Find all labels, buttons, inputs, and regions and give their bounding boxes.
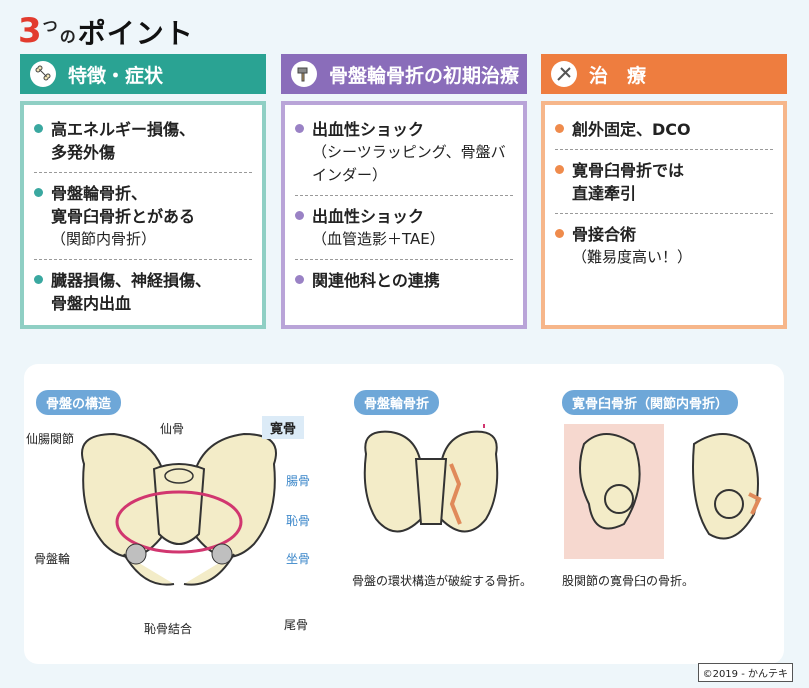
column-features: 特徴・症状 高エネルギー損傷、多発外傷 骨盤輪骨折、寛骨臼骨折とがある （関節内骨…: [20, 54, 266, 329]
pelvic-ring-caption: 骨盤の環状構造が破綻する骨折。: [352, 574, 533, 588]
item-line: 創外固定、DCO: [572, 120, 691, 139]
bullet: [34, 188, 43, 197]
bone-icon: [30, 61, 56, 87]
title-number: 3: [18, 11, 42, 51]
list-item: 出血性ショック （血管造影＋TAE）: [295, 196, 513, 260]
column-box: 高エネルギー損傷、多発外傷 骨盤輪骨折、寛骨臼骨折とがある （関節内骨折） 臓器損…: [20, 101, 266, 329]
label-ilium: 腸骨: [286, 474, 311, 488]
bullet: [295, 211, 304, 220]
tools-icon: [551, 61, 577, 87]
list-item: 創外固定、DCO: [555, 109, 773, 150]
acetabular-caption: 股関節の寛骨臼の骨折。: [562, 574, 695, 588]
item-line: 臓器損傷、神経損傷、: [51, 271, 212, 290]
page-title: 3 つ の ポイント: [18, 14, 194, 48]
item-line: 骨盤輪骨折、: [51, 184, 148, 203]
label-hip-bone: 寛骨: [262, 416, 305, 439]
column-box: 出血性ショック （シーツラッピング、骨盤バインダー） 出血性ショック （血管造影＋T…: [281, 101, 527, 329]
item-line: 骨盤内出血: [51, 294, 132, 313]
bullet: [295, 124, 304, 133]
bullet: [555, 165, 564, 174]
column-box: 創外固定、DCO 寛骨臼骨折では直達牽引 骨接合術 （難易度高い！）: [541, 101, 787, 329]
label-symphysis: 恥骨結合: [144, 622, 193, 636]
bullet: [34, 275, 43, 284]
column-header-label: 治 療: [589, 64, 647, 87]
bullet: [295, 275, 304, 284]
column-header-label: 特徴・症状: [68, 64, 164, 87]
item-line: 骨接合術: [572, 225, 637, 244]
item-line: 出血性ショック: [312, 120, 425, 139]
item-line: 多発外傷: [51, 143, 116, 162]
item-line: 高エネルギー損傷、: [51, 120, 196, 139]
bullet: [34, 124, 43, 133]
bullet: [555, 124, 564, 133]
item-sub: （難易度高い！）: [572, 248, 693, 266]
list-item: 骨盤輪骨折、寛骨臼骨折とがある （関節内骨折）: [34, 173, 252, 260]
label-ischium: 坐骨: [286, 552, 311, 566]
item-line: 出血性ショック: [312, 207, 425, 226]
column-header: 骨盤輪骨折の初期治療: [281, 54, 527, 94]
item-sub: （血管造影＋TAE）: [312, 230, 445, 248]
item-line: 寛骨臼骨折とがある: [51, 207, 196, 226]
list-item: 関連他科との連携: [295, 260, 513, 300]
copyright: ©2019 - かんテキ: [697, 663, 793, 682]
acetabular-fracture-title: 寛骨臼骨折（関節内骨折）: [562, 390, 739, 415]
pelvis-structure-title: 骨盤の構造: [36, 390, 122, 415]
title-word: ポイント: [77, 17, 194, 50]
column-header: 治 療: [541, 54, 787, 94]
column-initial-treatment: 骨盤輪骨折の初期治療 出血性ショック （シーツラッピング、骨盤バインダー） 出血性…: [281, 54, 527, 329]
title-counter: つ: [42, 17, 58, 35]
list-item: 高エネルギー損傷、多発外傷: [34, 109, 252, 173]
label-sacrum: 仙骨: [160, 422, 185, 436]
item-sub: （関節内骨折）: [51, 230, 157, 248]
column-header: 特徴・症状: [20, 54, 266, 94]
label-pubis: 恥骨: [286, 514, 311, 528]
hammer-icon: [291, 61, 317, 87]
pelvis-illustration: [81, 432, 277, 586]
pelvic-ring-fracture-title: 骨盤輪骨折: [354, 390, 440, 415]
label-coccyx: 尾骨: [284, 618, 309, 632]
item-line: 直達牽引: [572, 184, 637, 203]
column-header-label: 骨盤輪骨折の初期治療: [329, 64, 520, 87]
acetabular-fracture-illustration: [564, 424, 762, 559]
column-treatment: 治 療 創外固定、DCO 寛骨臼骨折では直達牽引 骨接合術 （難易度高い！）: [541, 54, 787, 329]
bullet: [555, 229, 564, 238]
label-pelvic-ring: 骨盤輪: [34, 552, 71, 566]
item-line: 寛骨臼骨折では: [572, 161, 685, 180]
list-item: 臓器損傷、神経損傷、骨盤内出血: [34, 260, 252, 323]
pelvic-ring-fracture-illustration: [363, 424, 499, 533]
list-item: 骨接合術 （難易度高い！）: [555, 214, 773, 277]
list-item: 出血性ショック （シーツラッピング、骨盤バインダー）: [295, 109, 513, 196]
item-line: 関連他科との連携: [312, 271, 440, 290]
list-item: 寛骨臼骨折では直達牽引: [555, 150, 773, 214]
figure-panel: 骨盤の構造 仙腸関節 仙骨 寛骨 腸骨 恥骨 坐骨 骨盤輪 恥骨結合 尾骨 骨盤…: [24, 364, 784, 664]
item-sub: （シーツラッピング、骨盤バインダー）: [312, 143, 506, 184]
title-particle: の: [59, 27, 76, 46]
label-sacroiliac: 仙腸関節: [26, 432, 75, 446]
